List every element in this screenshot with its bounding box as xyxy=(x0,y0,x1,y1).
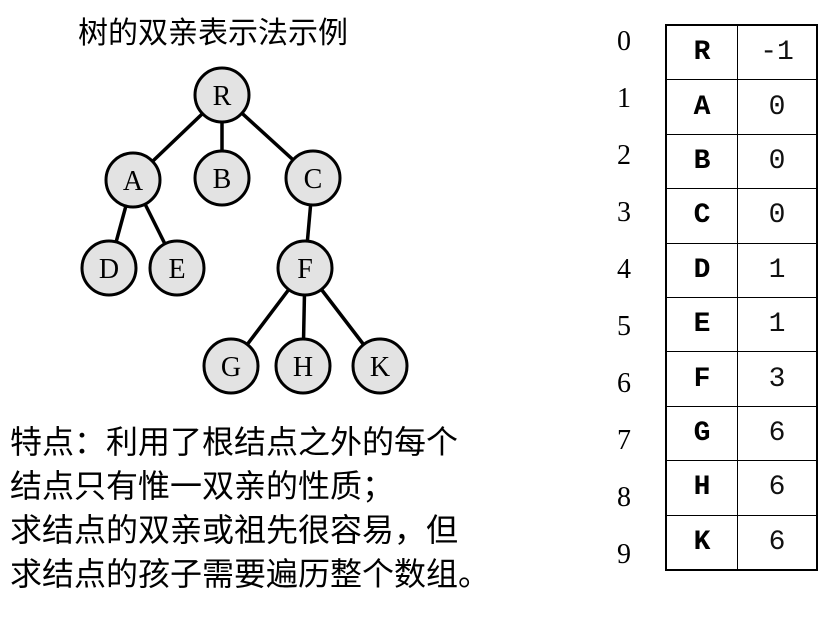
parent-index-cell: 0 xyxy=(737,188,818,244)
description-text: 特点：利用了根结点之外的每个 结点只有惟一双亲的性质； 求结点的双亲或祖先很容易… xyxy=(10,420,490,596)
index-label: 4 xyxy=(617,254,631,285)
tree-node-D: D xyxy=(80,239,138,297)
index-label: 8 xyxy=(617,482,631,513)
node-circle xyxy=(276,239,334,297)
table-row: R-1 xyxy=(665,24,818,81)
tree-node-F: F xyxy=(276,239,334,297)
node-name-cell: G xyxy=(665,405,738,462)
node-name-cell: B xyxy=(665,133,738,190)
description-line: 特点：利用了根结点之外的每个 xyxy=(10,423,459,461)
node-name-cell: A xyxy=(665,79,738,135)
description-line: 结点只有惟一双亲的性质； xyxy=(10,467,395,505)
description-line: 求结点的双亲或祖先很容易，但 xyxy=(10,511,459,549)
parent-index-cell: 0 xyxy=(737,79,818,135)
parent-index-cell: 3 xyxy=(737,351,818,407)
node-label: C xyxy=(304,164,323,195)
node-circle xyxy=(274,337,332,395)
node-label: K xyxy=(370,352,390,383)
tree-node-E: E xyxy=(148,239,206,297)
node-name-cell: K xyxy=(665,514,738,571)
diagram-title: 树的双亲表示法示例 xyxy=(78,16,348,51)
node-circle xyxy=(284,149,342,207)
tree-node-B: B xyxy=(193,149,251,207)
node-name-cell: D xyxy=(665,242,738,298)
node-circle xyxy=(193,149,251,207)
index-label: 2 xyxy=(617,140,631,171)
node-label: B xyxy=(213,164,232,195)
node-circle xyxy=(202,337,260,395)
node-name-cell: C xyxy=(665,188,738,244)
node-circle xyxy=(351,337,409,395)
node-circle xyxy=(104,151,162,209)
node-label: G xyxy=(221,352,241,383)
index-label: 0 xyxy=(617,26,631,57)
index-label: 1 xyxy=(617,83,631,114)
tree-node-A: A xyxy=(104,151,162,209)
parent-index-cell: 1 xyxy=(737,242,818,298)
node-name-cell: R xyxy=(665,24,738,81)
node-circle xyxy=(148,239,206,297)
tree-node-K: K xyxy=(351,337,409,395)
node-label: A xyxy=(123,166,144,197)
node-label: E xyxy=(168,254,185,285)
parent-index-cell: 6 xyxy=(737,405,818,462)
tree-node-R: R xyxy=(193,66,251,124)
parent-index-cell: 1 xyxy=(737,296,818,353)
node-circle xyxy=(193,66,251,124)
index-label: 7 xyxy=(617,425,631,456)
description-line: 求结点的孩子需要遍历整个数组。 xyxy=(10,555,491,593)
node-label: D xyxy=(99,254,119,285)
node-label: F xyxy=(297,254,313,285)
node-label: R xyxy=(213,81,232,112)
node-name-cell: H xyxy=(665,460,738,516)
index-label: 3 xyxy=(617,197,631,228)
node-name-cell: E xyxy=(665,296,738,353)
parent-index-cell: -1 xyxy=(737,24,818,81)
parent-index-cell: 6 xyxy=(737,460,818,516)
parent-index-cell: 0 xyxy=(737,133,818,190)
node-circle xyxy=(80,239,138,297)
tree-node-G: G xyxy=(202,337,260,395)
tree-node-H: H xyxy=(274,337,332,395)
index-label: 5 xyxy=(617,311,631,342)
node-label: H xyxy=(293,352,313,383)
node-name-cell: F xyxy=(665,351,738,407)
parent-index-cell: 6 xyxy=(737,514,818,571)
index-label: 9 xyxy=(617,539,631,570)
index-label: 6 xyxy=(617,368,631,399)
tree-node-C: C xyxy=(284,149,342,207)
